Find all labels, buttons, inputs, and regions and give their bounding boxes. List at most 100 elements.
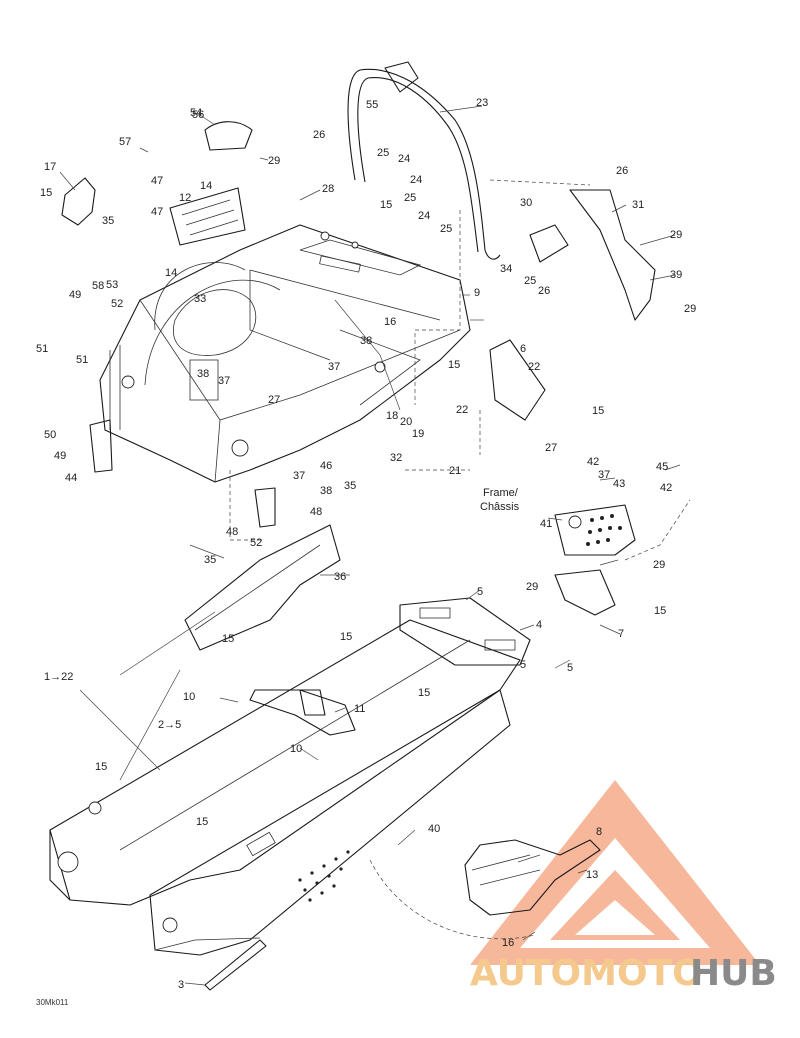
- callout-label: 29: [526, 581, 538, 593]
- callout-label: 3: [178, 979, 184, 991]
- callout-label: 20: [400, 416, 412, 428]
- callout-label: 22: [456, 404, 468, 416]
- callout-label: 5: [477, 586, 483, 598]
- callout-label: 18: [386, 410, 398, 422]
- callout-label: 27: [545, 442, 557, 454]
- tunnel-vent-holes: [298, 850, 350, 902]
- callout-label: 49: [69, 289, 81, 301]
- callout-label: 38: [360, 335, 372, 347]
- callout-label: 15: [380, 199, 392, 211]
- callout-label: 13: [586, 869, 598, 881]
- callout-label: 9: [474, 287, 480, 299]
- callout-label: 24: [410, 174, 422, 186]
- callout-label: 48: [226, 526, 238, 538]
- callout-label: 27: [268, 394, 280, 406]
- callout-label: 31: [632, 199, 644, 211]
- callout-label: 22: [528, 361, 540, 373]
- callout-label: 37: [293, 470, 305, 482]
- callout-label: 42: [587, 456, 599, 468]
- callout-label: 29: [684, 303, 696, 315]
- callout-label: 44: [65, 472, 77, 484]
- callout-label: 50: [44, 429, 56, 441]
- callout-label: 16: [384, 316, 396, 328]
- callout-label: 38: [197, 368, 209, 380]
- callout-label: 26: [616, 165, 628, 177]
- leader-lines: [59, 105, 681, 986]
- callout-label: 15: [654, 605, 666, 617]
- callout-label: 4: [536, 619, 542, 631]
- callout-label: 15: [222, 633, 234, 645]
- callout-label: 51: [76, 354, 88, 366]
- callout-label: 52: [111, 298, 123, 310]
- callout-label: 26: [538, 285, 550, 297]
- dashed-assembly-lines: [229, 179, 691, 940]
- callout-label: 28: [322, 183, 334, 195]
- callout-label: 53: [106, 279, 118, 291]
- callout-label: 21: [449, 465, 461, 477]
- watermark-brand-part1: AUTOMOTO: [470, 953, 703, 994]
- callout-label: 34: [500, 263, 512, 275]
- callout-label: 10: [183, 691, 195, 703]
- callout-label: 43: [613, 478, 625, 490]
- callout-label: 14: [200, 180, 212, 192]
- callout-label: 40: [428, 823, 440, 835]
- footrest-holes: [586, 514, 622, 546]
- callout-label: 32: [390, 452, 402, 464]
- callout-label: 39: [670, 269, 682, 281]
- callout-label: 35: [344, 480, 356, 492]
- watermark-brand-part2: HUB: [690, 953, 777, 994]
- callout-labels: 1→222→5345556789101011121314141515151515…: [36, 97, 696, 991]
- callout-label: 15: [95, 761, 107, 773]
- callout-label: 57: [119, 136, 131, 148]
- callout-label: 23: [476, 97, 488, 109]
- callout-label: 37: [328, 361, 340, 373]
- callout-label: 35: [102, 215, 114, 227]
- callout-label: 55: [366, 99, 378, 111]
- callout-label: 25: [404, 192, 416, 204]
- callout-label: 2→5: [158, 719, 181, 731]
- callout-label: 42: [660, 482, 672, 494]
- tunnel-assembly: [49, 597, 601, 991]
- callout-label: 17: [44, 161, 56, 173]
- callout-label: 37: [218, 375, 230, 387]
- upper-frame-assembly: [61, 61, 656, 651]
- callout-label: 6: [520, 343, 526, 355]
- callout-label: 15: [340, 631, 352, 643]
- callout-label: 24: [418, 210, 430, 222]
- callout-label: 47: [151, 175, 163, 187]
- callout-label: 10: [290, 743, 302, 755]
- callout-label: 11: [354, 703, 365, 715]
- callout-label: 48: [310, 506, 322, 518]
- callout-label: 52: [250, 537, 262, 549]
- callout-label: 51: [36, 343, 48, 355]
- callout-label: 14: [165, 267, 177, 279]
- drawing-code: 30Mk011: [36, 998, 69, 1007]
- callout-label: 24: [398, 153, 410, 165]
- callout-label: 56: [192, 109, 204, 121]
- callout-label: 1→22: [44, 671, 73, 683]
- callout-label: 15: [448, 359, 460, 371]
- callout-label: 25: [524, 275, 536, 287]
- callout-label: 49: [54, 450, 66, 462]
- callout-label: 8: [596, 826, 602, 838]
- callout-label: 25: [440, 223, 452, 235]
- callout-label: 29: [670, 229, 682, 241]
- callout-label: 12: [179, 192, 191, 204]
- watermark-logo-mark: [470, 780, 760, 965]
- callout-label: 15: [196, 816, 208, 828]
- callout-label: 47: [151, 206, 163, 218]
- callout-label: 38: [320, 485, 332, 497]
- callout-label: 25: [377, 147, 389, 159]
- callout-label: 46: [320, 460, 332, 472]
- callout-label: 15: [592, 405, 604, 417]
- callout-label: 54: [190, 107, 202, 119]
- callout-label: 16: [502, 937, 514, 949]
- frame-label-line1: Frame/: [483, 487, 519, 499]
- callout-label: 15: [40, 187, 52, 199]
- callout-label: 35: [204, 554, 216, 566]
- callout-label: 30: [520, 197, 532, 209]
- frame-label-line2: Châssis: [480, 501, 520, 513]
- callout-label: 29: [268, 155, 280, 167]
- callout-label: 41: [540, 518, 552, 530]
